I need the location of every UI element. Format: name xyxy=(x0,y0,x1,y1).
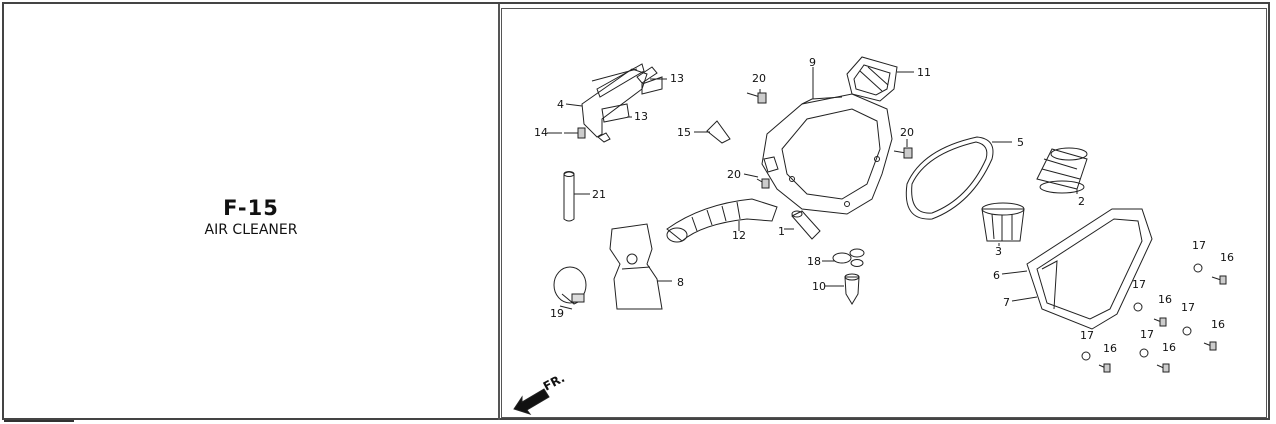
front-arrow xyxy=(513,388,550,415)
callout-3: 3 xyxy=(995,245,1002,258)
callout-17d: 17 xyxy=(1140,328,1154,341)
callout-21: 21 xyxy=(592,188,606,201)
callout-17e: 17 xyxy=(1080,329,1094,342)
callout-18: 18 xyxy=(807,255,821,268)
title-panel: F-15 AIR CLEANER xyxy=(4,4,498,420)
duct-11 xyxy=(846,56,898,102)
callout-6: 6 xyxy=(993,269,1000,282)
callout-9: 9 xyxy=(809,56,816,69)
callout-17a: 17 xyxy=(1192,239,1206,252)
callout-17b: 17 xyxy=(1132,278,1146,291)
callout-20a: 20 xyxy=(752,72,766,85)
section-title: AIR CLEANER xyxy=(204,222,298,238)
callout-7: 7 xyxy=(1003,296,1010,309)
callout-14: 14 xyxy=(534,126,548,139)
cap-10 xyxy=(844,273,860,305)
page-frame xyxy=(2,2,1270,420)
callout-15: 15 xyxy=(677,126,691,139)
gasket-5 xyxy=(905,136,994,220)
callout-16c: 16 xyxy=(1211,318,1225,331)
tube-21 xyxy=(563,171,575,222)
bolt-20-right xyxy=(893,147,913,159)
callout-8: 8 xyxy=(677,276,684,289)
callout-11: 11 xyxy=(917,66,931,79)
clamp-19 xyxy=(553,266,587,305)
hose-12 xyxy=(666,198,778,243)
cover-6-7 xyxy=(1026,208,1153,330)
bracket-part xyxy=(581,63,663,143)
callout-20b: 20 xyxy=(900,126,914,139)
fasteners-16-17 xyxy=(1081,263,1227,373)
callout-16b: 16 xyxy=(1158,293,1172,306)
callout-5: 5 xyxy=(1017,136,1024,149)
bottom-bar xyxy=(4,420,74,422)
bolt-14 xyxy=(564,127,586,139)
callout-10: 10 xyxy=(812,280,826,293)
callout-16a: 16 xyxy=(1220,251,1234,264)
callout-labels: 1 2 3 4 5 6 7 8 9 10 11 12 13 13 14 15 1… xyxy=(534,56,1234,394)
callout-1: 1 xyxy=(778,225,785,238)
callout-19: 19 xyxy=(550,307,564,320)
callout-13a: 13 xyxy=(670,72,684,85)
callout-13b: 13 xyxy=(634,110,648,123)
callout-16e: 16 xyxy=(1103,342,1117,355)
bolt-20-top xyxy=(746,92,767,104)
case-9 xyxy=(761,93,893,215)
plate-8 xyxy=(609,223,663,310)
seals-18 xyxy=(832,248,865,267)
bolt-20-left xyxy=(756,178,770,189)
exploded-view-svg: 1 2 3 4 5 6 7 8 9 10 11 12 13 13 14 15 1… xyxy=(513,56,1234,415)
callout-4: 4 xyxy=(557,98,564,111)
leader-lines xyxy=(547,67,1078,310)
callout-12: 12 xyxy=(732,229,746,242)
element-3 xyxy=(981,202,1025,242)
drain-1 xyxy=(791,210,821,240)
callout-17c: 17 xyxy=(1181,301,1195,314)
clip-15 xyxy=(706,120,731,144)
element-2 xyxy=(1036,147,1088,194)
parts-diagram: 1 2 3 4 5 6 7 8 9 10 11 12 13 13 14 15 1… xyxy=(501,8,1267,418)
callout-16d: 16 xyxy=(1162,341,1176,354)
callout-20c: 20 xyxy=(727,168,741,181)
section-code: F-15 xyxy=(223,196,279,220)
direction-label: FR. xyxy=(541,371,567,394)
callout-2: 2 xyxy=(1078,195,1085,208)
panel-divider xyxy=(498,4,500,420)
